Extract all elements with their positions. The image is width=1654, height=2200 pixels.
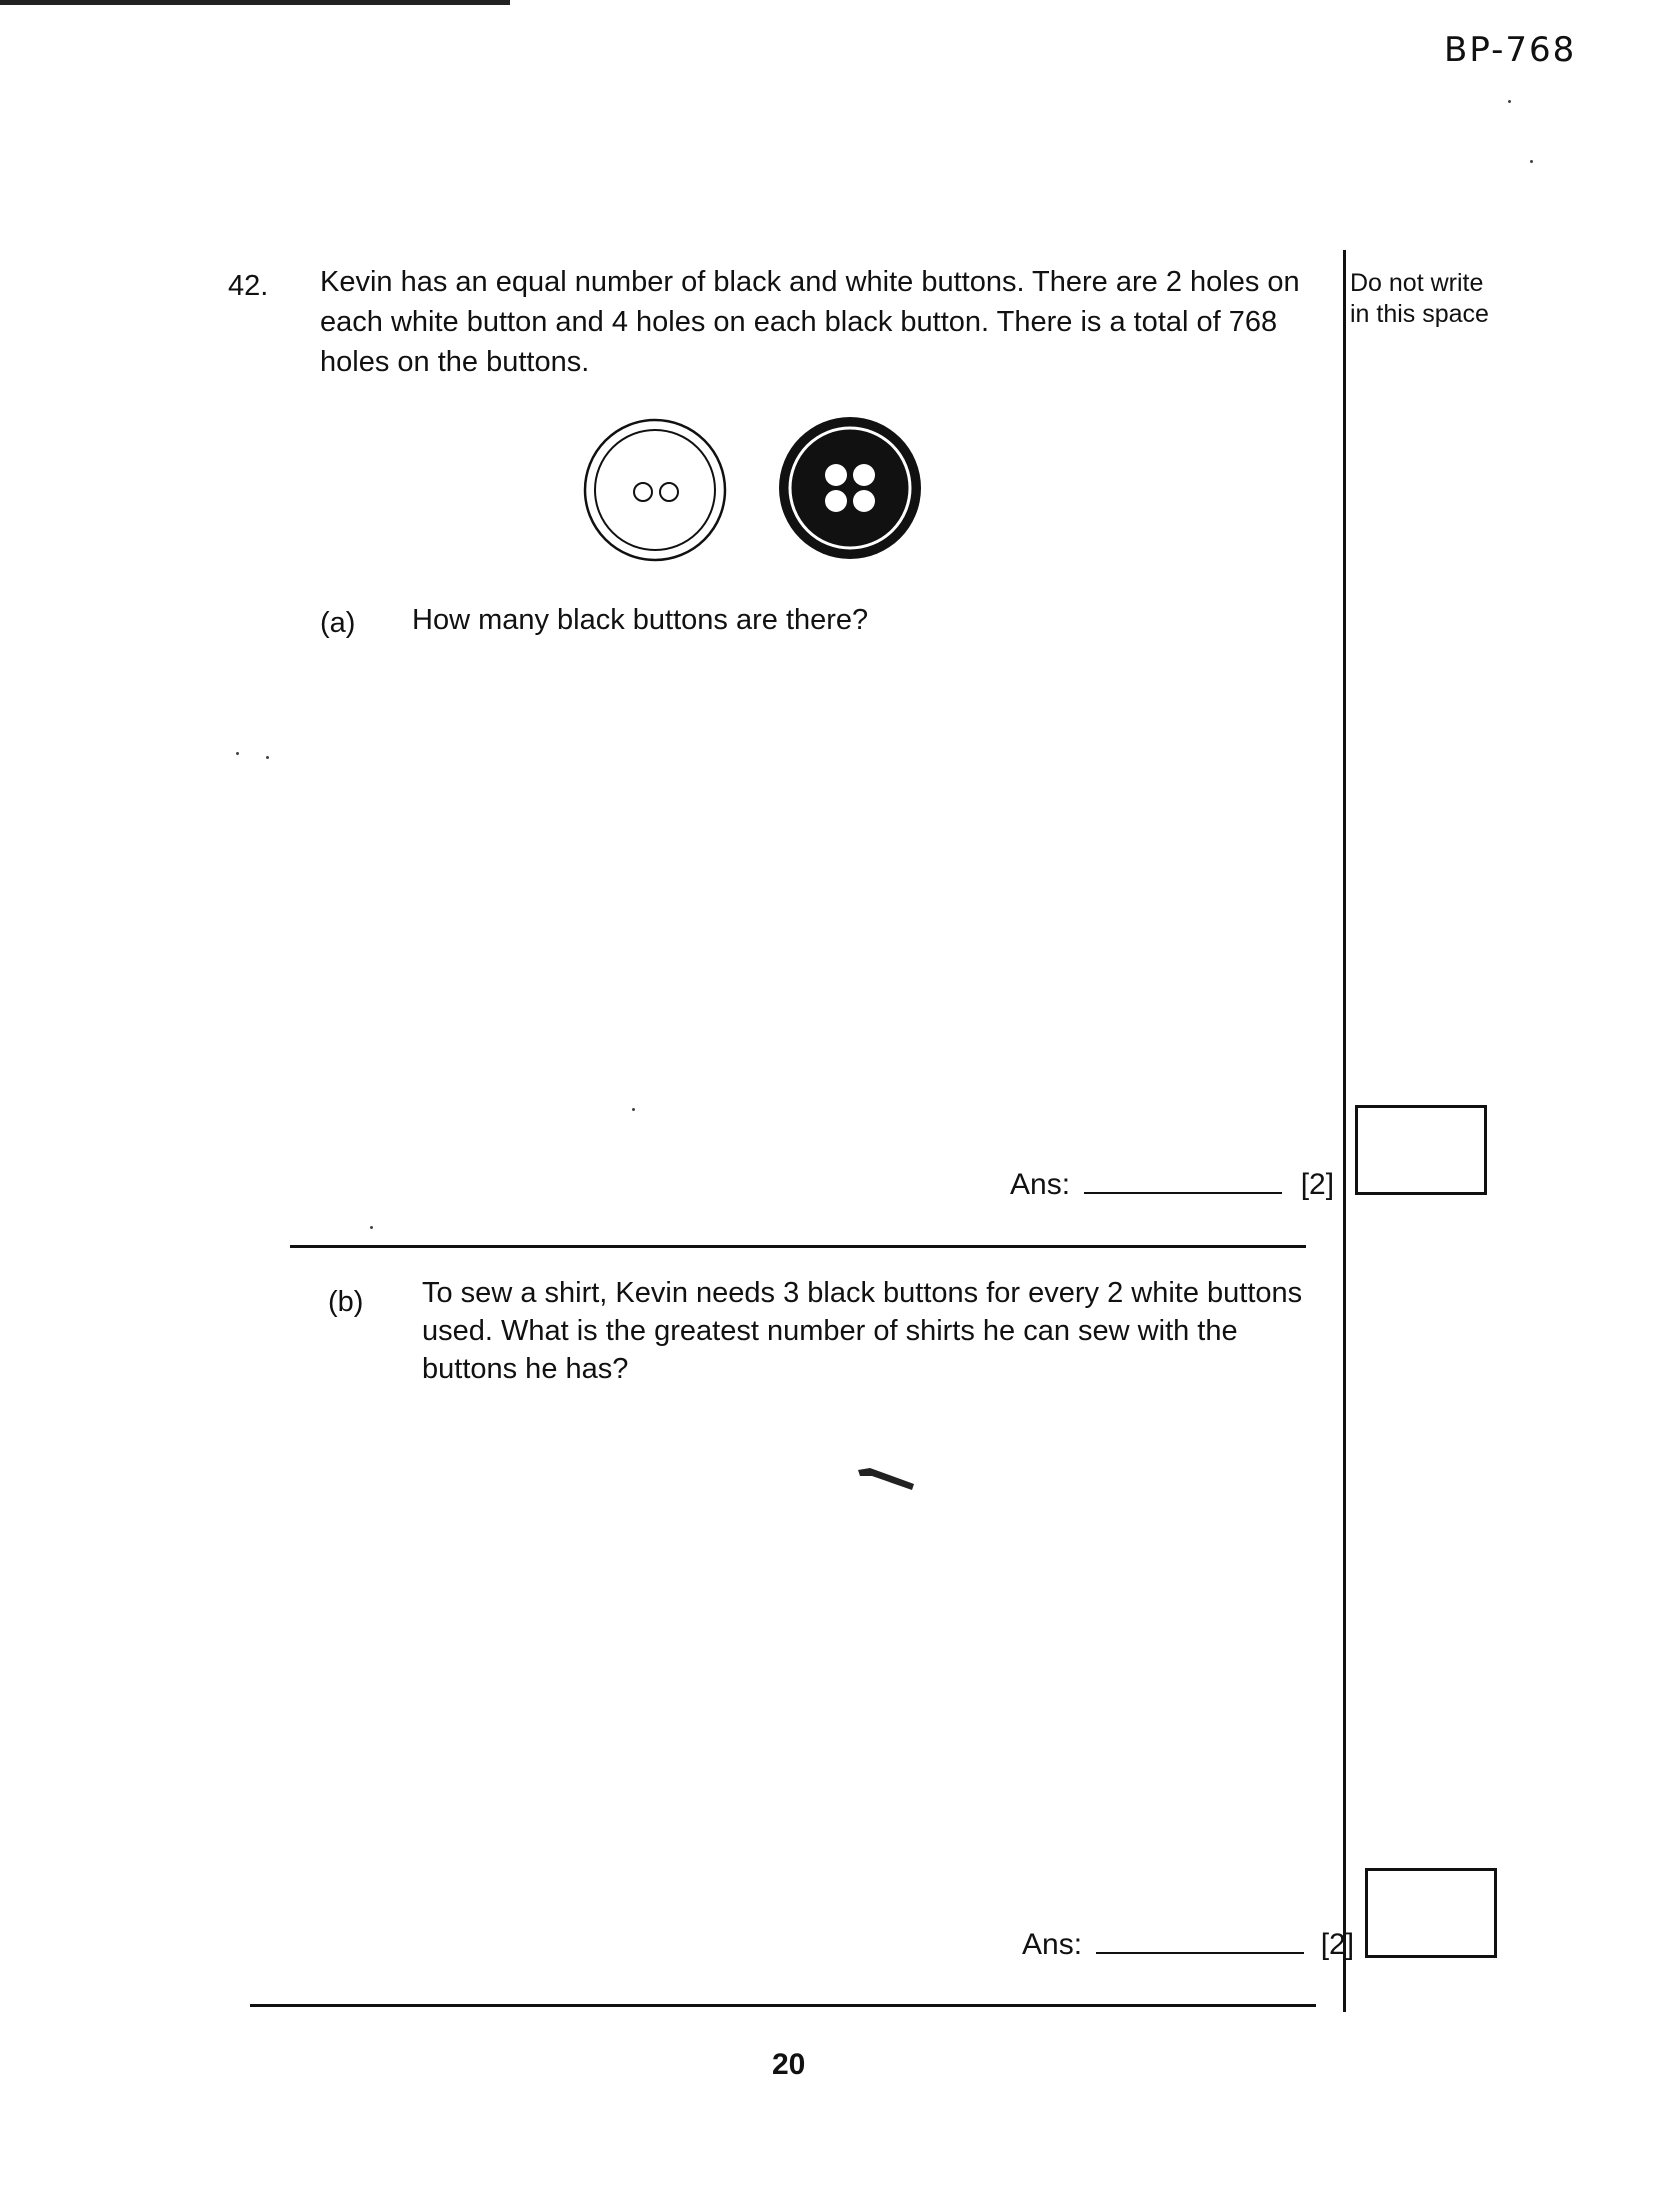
part-b-answer-blank[interactable]: [1096, 1952, 1305, 1954]
question-stem: Kevin has an equal number of black and w…: [320, 266, 1300, 378]
part-a-answer-row: Ans: [2]: [1010, 1168, 1334, 1202]
part-b-marks: [2]: [1320, 1928, 1355, 1961]
black-button-icon: [779, 417, 921, 559]
part-b-label: (b): [328, 1286, 364, 1318]
part-a-marks: [2]: [1300, 1168, 1335, 1201]
part-a-ans-label: Ans:: [1010, 1168, 1071, 1201]
scan-speck: [632, 1108, 635, 1111]
part-b-answer-row: Ans: [2]: [1022, 1928, 1354, 1962]
paper-code: BP-768: [1444, 30, 1577, 70]
bottom-rule: [250, 2004, 1316, 2007]
page-number: 20: [772, 2048, 806, 2081]
part-separator-rule: [290, 1245, 1306, 1248]
scan-speck: [266, 756, 269, 759]
part-a-label: (a): [320, 607, 356, 639]
top-edge-rule: [0, 0, 510, 5]
scan-speck: [236, 752, 239, 755]
margin-divider-line: [1343, 250, 1346, 2012]
part-a-answer-blank[interactable]: [1084, 1192, 1283, 1194]
margin-note-line-1: Do not write: [1350, 269, 1484, 297]
part-a-marks-box: [1355, 1105, 1487, 1195]
part-a-text: How many black buttons are there?: [412, 604, 869, 636]
scan-speck: [370, 1226, 373, 1229]
part-b-text: To sew a shirt, Kevin needs 3 black butt…: [422, 1277, 1303, 1385]
part-b-marks-box: [1365, 1868, 1497, 1958]
buttons-figure: [583, 417, 921, 562]
question-number: 42.: [228, 270, 269, 302]
scan-speck: [1530, 160, 1533, 163]
white-button-icon: [583, 418, 727, 562]
margin-note-line-2: in this space: [1350, 300, 1489, 328]
pen-mark: [858, 1468, 914, 1490]
scan-speck: [1508, 100, 1511, 103]
margin-note: Do not write in this space: [1350, 268, 1489, 330]
part-b-ans-label: Ans:: [1022, 1928, 1083, 1961]
